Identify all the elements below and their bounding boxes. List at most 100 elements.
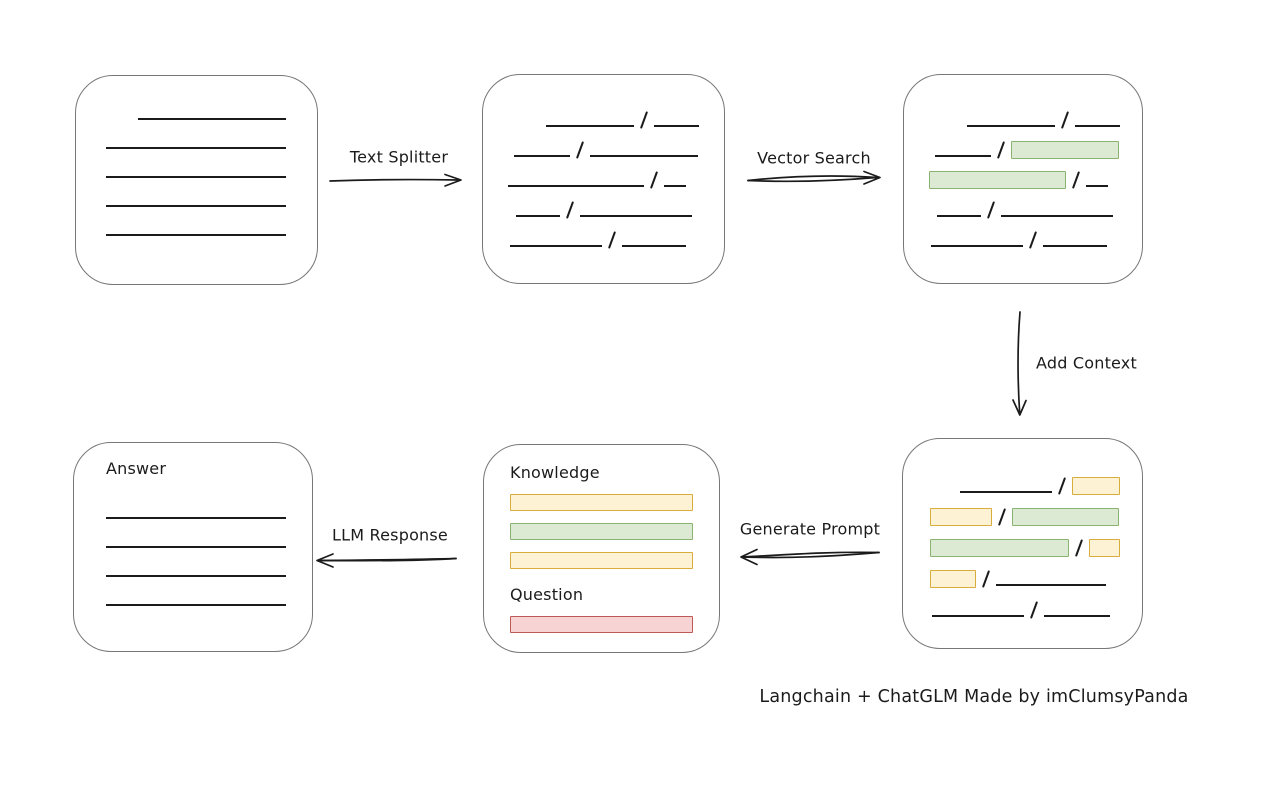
green-chunk xyxy=(930,539,1069,557)
slash-separator xyxy=(996,141,1006,159)
text-line xyxy=(937,215,981,217)
slash-separator xyxy=(1074,539,1084,557)
chunk-row xyxy=(929,189,1142,219)
text-line xyxy=(967,125,1055,127)
document-lines xyxy=(76,76,317,284)
context-rows xyxy=(903,439,1142,648)
generate-prompt-arrow xyxy=(740,548,880,566)
text-line xyxy=(1043,245,1107,247)
slash-separator xyxy=(981,570,991,588)
knowledge-label: Knowledge xyxy=(510,463,600,482)
text-line xyxy=(654,125,699,127)
text-line xyxy=(546,125,634,127)
chunk-row xyxy=(929,99,1142,129)
green-chunk xyxy=(929,171,1066,189)
slash-separator xyxy=(997,508,1007,526)
prompt-box: Knowledge Question xyxy=(483,444,720,653)
chunk-row xyxy=(930,464,1142,495)
split-text-rows xyxy=(483,75,724,283)
text-line xyxy=(106,550,312,579)
chunk-row xyxy=(929,219,1142,249)
text-line xyxy=(106,122,317,151)
text-line xyxy=(590,155,698,157)
text-line xyxy=(932,615,1024,617)
chunk-row xyxy=(930,526,1142,557)
red-bar xyxy=(510,616,693,633)
generate-prompt-label: Generate Prompt xyxy=(739,519,881,539)
green-chunk xyxy=(1011,141,1119,159)
chunk-row xyxy=(508,129,724,159)
chunk-row xyxy=(929,129,1142,159)
slash-separator xyxy=(1060,111,1070,129)
attribution-caption: Langchain + ChatGLM Made by imClumsyPand… xyxy=(759,687,1189,707)
vector-result-box xyxy=(903,74,1143,284)
chunk-row xyxy=(930,495,1142,526)
slash-separator xyxy=(649,171,659,189)
llm-response-label: LLM Response xyxy=(332,525,448,545)
text-line xyxy=(106,93,317,122)
vector-search-label: Vector Search xyxy=(757,148,871,168)
slash-separator xyxy=(986,201,996,219)
add-context-label: Add Context xyxy=(1036,353,1137,373)
text-line xyxy=(622,245,686,247)
chunk-row xyxy=(508,219,724,249)
text-line xyxy=(996,584,1106,586)
text-line xyxy=(1044,615,1110,617)
text-line xyxy=(516,215,560,217)
text-line xyxy=(106,180,317,209)
text-line xyxy=(106,209,317,238)
text-line xyxy=(1086,185,1108,187)
text-line xyxy=(106,579,312,608)
text-line xyxy=(935,155,991,157)
slash-separator xyxy=(565,201,575,219)
slash-separator xyxy=(575,141,585,159)
text-line xyxy=(960,491,1052,493)
answer-label: Answer xyxy=(106,459,167,478)
split-text-box xyxy=(482,74,725,284)
yellow-chunk xyxy=(1072,477,1120,495)
text-splitter-arrow xyxy=(329,173,462,187)
context-box xyxy=(902,438,1143,649)
text-line xyxy=(580,215,692,217)
slash-separator xyxy=(1071,171,1081,189)
slash-separator xyxy=(639,111,649,129)
slash-separator xyxy=(1057,477,1067,495)
chunk-row xyxy=(508,99,724,129)
answer-box: Answer xyxy=(73,442,313,652)
yellow-bar xyxy=(510,552,693,569)
text-line xyxy=(1075,125,1120,127)
answer-lines xyxy=(106,478,312,608)
text-line xyxy=(1001,215,1113,217)
text-line xyxy=(931,245,1023,247)
green-chunk xyxy=(1012,508,1119,526)
slash-separator xyxy=(1029,601,1039,619)
text-line xyxy=(106,492,312,521)
text-line xyxy=(508,185,644,187)
text-line xyxy=(106,151,317,180)
text-splitter-label: Text Splitter xyxy=(349,147,449,167)
vector-search-arrow xyxy=(747,170,881,185)
question-bars xyxy=(510,616,693,633)
yellow-chunk xyxy=(930,570,976,588)
yellow-chunk xyxy=(1089,539,1120,557)
slash-separator xyxy=(607,231,617,249)
knowledge-bars xyxy=(510,494,693,569)
green-bar xyxy=(510,523,693,540)
vector-result-rows xyxy=(904,75,1142,283)
text-line xyxy=(106,521,312,550)
question-label: Question xyxy=(510,585,584,604)
chunk-row xyxy=(508,189,724,219)
chunk-row xyxy=(508,159,724,189)
llm-response-arrow xyxy=(316,553,457,568)
yellow-chunk xyxy=(930,508,992,526)
text-line xyxy=(514,155,570,157)
slash-separator xyxy=(1028,231,1038,249)
text-line xyxy=(510,245,602,247)
add-context-arrow xyxy=(1012,311,1027,416)
chunk-row xyxy=(929,159,1142,189)
yellow-bar xyxy=(510,494,693,511)
text-line xyxy=(664,185,686,187)
document-box xyxy=(75,75,318,285)
chunk-row xyxy=(930,588,1142,619)
